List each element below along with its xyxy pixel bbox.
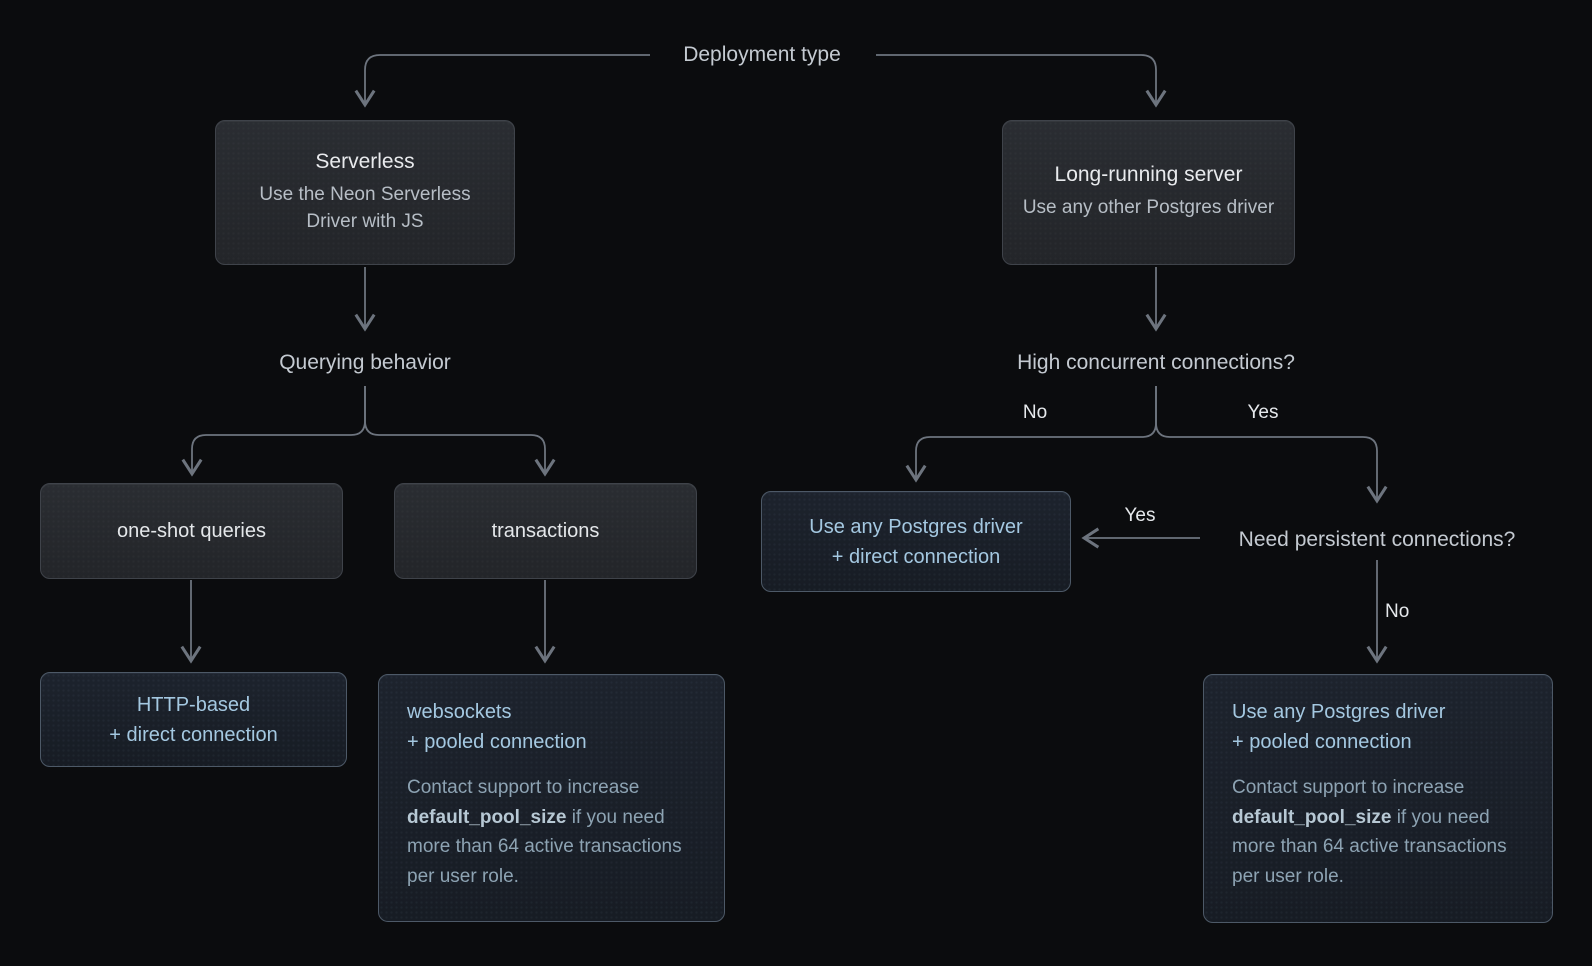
node-pooled-any-line1: Use any Postgres driver (1232, 701, 1446, 723)
node-pooled-any-note: Contact support to increase default_pool… (1232, 773, 1524, 892)
label-high-concurrent-connections: High concurrent connections? (1017, 351, 1295, 374)
node-websockets-pooled: websockets + pooled connection Contact s… (378, 674, 725, 922)
connector-querying-to-oneshot (181, 386, 366, 477)
node-long-running-title: Long-running server (1054, 163, 1243, 187)
note-text-pre: Contact support to increase (407, 777, 640, 798)
node-long-running-server: Long-running server Use any other Postgr… (1002, 120, 1295, 265)
label-deployment-type: Deployment type (683, 43, 841, 66)
node-one-shot-queries: one-shot queries (40, 483, 343, 579)
node-direct-any-line2: + direct connection (831, 545, 1001, 568)
connector-concurrent-no-to-direct (905, 386, 1157, 483)
node-websockets-line1: websockets (407, 701, 512, 723)
node-websockets-note: Contact support to increase default_pool… (407, 773, 696, 892)
node-transactions: transactions (394, 483, 697, 579)
connector-deployment-to-longrunning (876, 54, 1167, 108)
connector-querying-to-transactions (364, 386, 556, 477)
label-querying-behavior: Querying behavior (279, 351, 451, 374)
connector-deployment-to-serverless (354, 54, 650, 108)
node-http-direct-connection: HTTP-based + direct connection (40, 672, 347, 767)
edge-label-yes-mid: Yes (1124, 505, 1156, 526)
node-transactions-label: transactions (491, 519, 600, 542)
note-code-default-pool-size: default_pool_size (1232, 806, 1392, 828)
node-websockets-line2: + pooled connection (407, 731, 587, 753)
edge-label-no-left: No (1022, 402, 1048, 423)
edge-label-yes-right: Yes (1247, 402, 1279, 423)
node-serverless-title: Serverless (315, 149, 415, 173)
note-code-default-pool-size: default_pool_size (407, 806, 567, 828)
connector-concurrent-yes-to-persistent (1155, 386, 1388, 504)
node-serverless-subtitle: Use the Neon Serverless Driver with JS (259, 183, 471, 232)
node-http-line1: HTTP-based (136, 693, 251, 716)
node-pooled-any-line2: + pooled connection (1232, 731, 1412, 753)
node-any-driver-direct-connection: Use any Postgres driver + direct connect… (761, 491, 1071, 592)
note-text-post: if you need more than 64 active transact… (1232, 806, 1507, 887)
node-any-driver-pooled-connection: Use any Postgres driver + pooled connect… (1203, 674, 1553, 923)
label-need-persistent-connections: Need persistent connections? (1238, 528, 1516, 551)
node-http-line2: + direct connection (109, 723, 278, 746)
node-long-running-subtitle: Use any other Postgres driver (1022, 197, 1275, 219)
node-direct-any-line1: Use any Postgres driver (809, 515, 1023, 538)
node-serverless: Serverless Use the Neon Serverless Drive… (215, 120, 515, 265)
note-text-pre: Contact support to increase (1232, 777, 1465, 798)
edge-label-no-bottom: No (1385, 601, 1410, 622)
node-one-shot-label: one-shot queries (117, 519, 266, 542)
note-text-post: if you need more than 64 active transact… (407, 806, 682, 887)
